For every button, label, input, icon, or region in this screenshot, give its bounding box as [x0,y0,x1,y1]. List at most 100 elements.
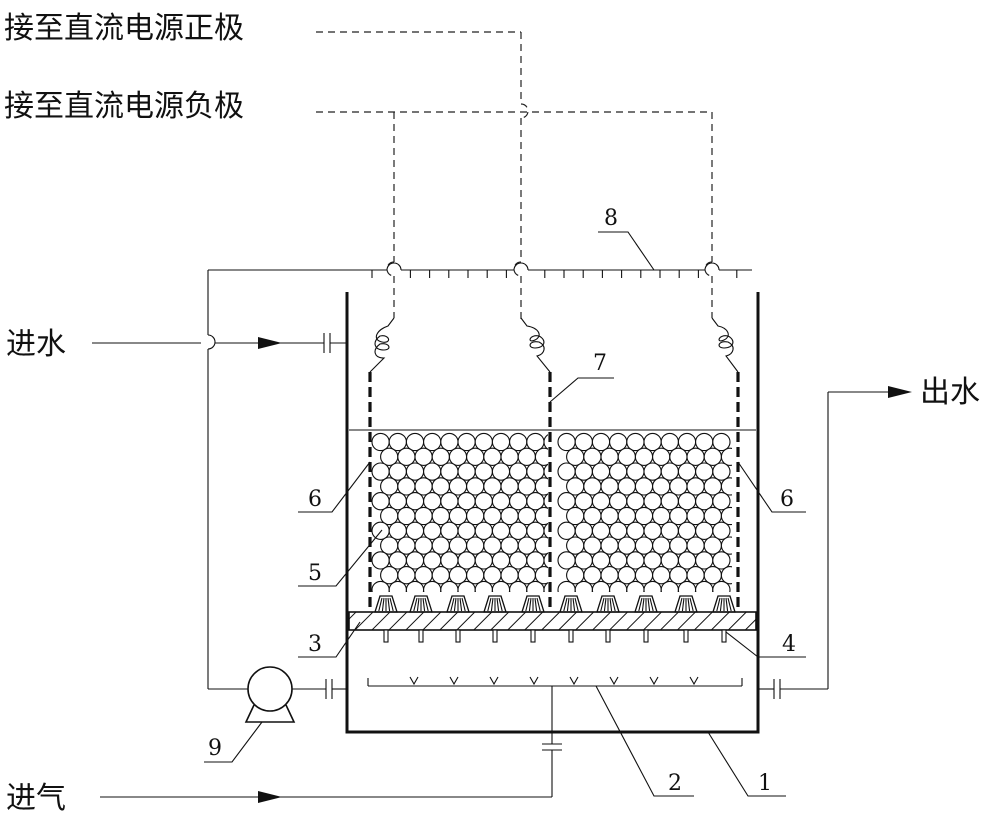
particle [414,566,433,585]
particle [423,462,442,481]
particle [414,506,433,526]
particle [574,492,593,511]
particle [557,521,576,540]
particle [371,551,390,570]
particle [440,462,459,481]
svg-text:7: 7 [593,351,607,376]
particle [423,432,442,452]
particle [617,447,636,466]
particle [634,566,654,585]
particle [557,432,576,452]
particle [652,536,671,555]
particle [491,521,511,540]
particle [712,551,731,570]
particle [500,447,519,466]
particle [677,551,697,570]
particle [474,432,493,452]
particle [712,432,731,452]
particle [703,477,722,496]
particle [643,462,662,481]
particle [626,462,645,481]
callout-1: 1 [707,731,786,797]
particle [660,432,679,452]
particle [600,477,619,496]
particle [405,521,425,540]
aeration-nozzle [609,676,619,686]
particle [652,447,671,466]
particle [526,432,545,452]
callout-4: 4 [725,631,806,658]
particle [720,506,732,526]
particle [600,506,619,526]
particle [600,566,619,585]
particle [431,536,450,555]
particle [695,492,714,511]
particle [660,580,679,592]
particle [474,551,493,570]
particle [543,582,548,592]
particle [526,462,545,481]
particle [677,521,697,540]
particle [491,551,511,570]
dc-positive-label: 接至直流电源正极 [4,11,244,46]
particle [431,506,450,526]
particle [380,477,399,496]
particle [643,432,662,452]
particle [423,492,442,511]
callout-7: 7 [549,351,614,403]
particle [371,521,390,540]
particle [617,536,636,555]
particle [371,462,390,481]
particle [397,536,416,555]
particle [609,492,628,511]
particle [500,536,519,555]
particle [720,566,732,585]
filter-caps [374,595,736,613]
coil-spring-left [369,317,395,373]
particle [380,536,399,555]
particle [686,566,705,585]
particle [626,521,645,540]
particle [703,536,722,555]
particle [509,580,528,592]
particle [457,551,476,570]
water-outlet-label: 出水 [920,375,980,410]
particle [557,551,576,570]
particle [466,536,485,555]
particle [483,536,502,555]
particle [609,521,628,540]
particle [491,492,511,511]
particle [474,521,493,540]
particle [483,506,502,526]
particle [371,432,390,452]
particle [457,462,476,481]
particle [431,477,450,496]
aeration-nozzle [449,676,459,686]
particle [543,463,548,480]
particle [543,493,548,510]
particle [712,462,731,481]
particle [526,521,545,540]
particle [591,551,611,570]
particle [583,506,602,526]
dc-negative-label: 接至直流电源负极 [4,89,244,124]
particle [517,566,536,585]
particle [566,536,585,555]
particle [440,521,459,540]
particle [526,551,545,570]
particle [388,551,407,570]
particle [626,432,645,452]
spray-nozzles [371,270,738,278]
coil-spring-center [520,317,551,373]
particle [414,536,433,555]
particle [600,447,619,466]
particle [423,551,442,570]
particle [397,477,416,496]
particle [414,477,433,496]
particle [380,447,399,466]
particle [414,447,433,466]
particle [660,551,679,570]
water-inlet-label: 进水 [6,327,66,362]
particle [634,477,654,496]
particle [483,566,502,585]
